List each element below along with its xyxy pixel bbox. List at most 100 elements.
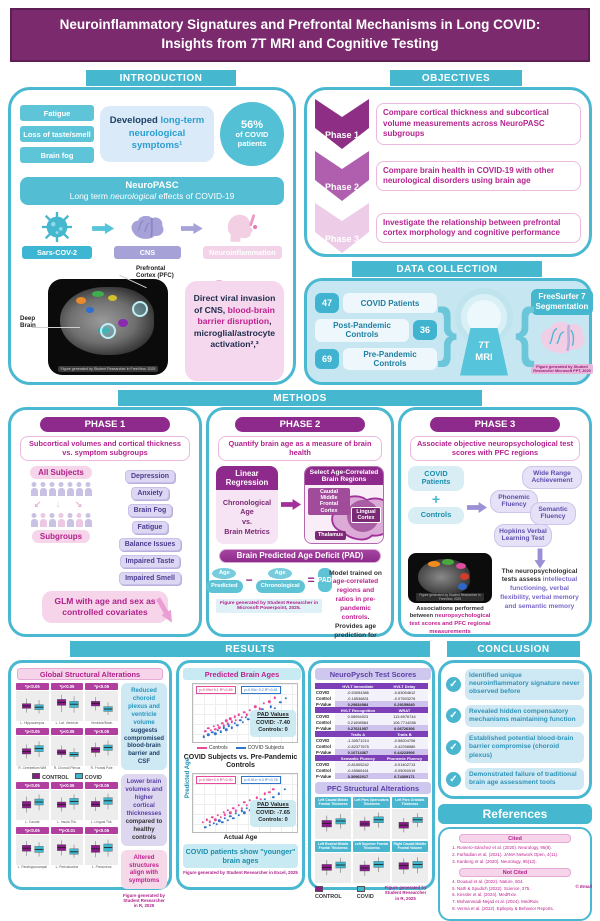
- boxplot-header: *p<0.05: [85, 728, 118, 735]
- boxplot-header: *p<0.05: [16, 782, 49, 789]
- symptom-tag: Anxiety: [131, 486, 169, 500]
- scatter-point: [229, 814, 232, 818]
- arrow-down-icon: [534, 548, 545, 568]
- check-icon: ✓: [446, 676, 461, 692]
- symptom-box: Brain fog: [20, 147, 94, 163]
- scatter-point: [238, 718, 242, 722]
- scatter-point: [234, 718, 238, 722]
- subgroups-pill: Subgroups: [31, 529, 91, 543]
- scatter-point: [230, 720, 234, 723]
- scatter-point: [209, 729, 213, 732]
- arrow-right-icon: [281, 499, 301, 510]
- boxplot-header: **p<0.01: [50, 827, 84, 834]
- scatter-point: [261, 708, 264, 711]
- conclusion-references-column: ✓Identified unique neuroinflammatory sig…: [438, 660, 592, 921]
- split-arrows-icon: ↙ ↓ ↘: [33, 498, 89, 509]
- y-axis-label: Predicted Age: [185, 757, 191, 799]
- boxplot-x-label: L. Hippocampus: [20, 721, 45, 725]
- scatter-point: [205, 818, 209, 821]
- cohort-label: COVID Patients: [343, 293, 437, 314]
- callout-choroid: Reduced choroid plexus and ventricle vol…: [121, 683, 167, 771]
- conclusion-item: ✓Revealed hidden compensatory mechanisms…: [446, 704, 584, 728]
- figure-caption: Figure generated by Student Researcher i…: [384, 885, 427, 901]
- region-label: Caudal Middle Frontal Cortex: [308, 487, 350, 516]
- results-header: RESULTS: [70, 641, 430, 657]
- mri-caption: Figure generated by Student Researcher i…: [58, 366, 158, 372]
- conclusion-box: ✓Identified unique neuroinflammatory sig…: [438, 660, 592, 800]
- scatter-point: [223, 813, 227, 816]
- arrow-right-icon: [180, 223, 203, 234]
- mri-figure: Figure generated by Student Researcher i…: [20, 265, 180, 381]
- neuropsych-title-pill: NeuroPysch Test Scores: [315, 668, 431, 680]
- boxplot: Left Pars Opercularis Thickness: [353, 797, 390, 839]
- person-icon: [66, 513, 74, 527]
- scatter-point: [223, 816, 227, 820]
- boxplot: Left Pars Orbitalis Thickness: [391, 797, 428, 839]
- boxplot-header: *p<0.05: [50, 683, 84, 690]
- mechanism-text: Direct viral invasion of CNS, blood-brai…: [185, 281, 284, 381]
- phase3-panel: PHASE 3 Associate objective neuropsychol…: [398, 407, 592, 637]
- scatter-point: [230, 726, 234, 729]
- scatter-point: [254, 705, 257, 708]
- reference-item: Kessler et al. (2024). MedRxiv.: [457, 892, 585, 899]
- test-bubble: Hopkins Verbal Learning Test: [494, 523, 552, 548]
- neuropasc-banner: NeuroPASC Long term neurological effects…: [20, 177, 284, 205]
- reference-item: Mohammadi-Nejad et al. (2024). MedRxiv.: [457, 899, 585, 906]
- symptom-tag: Brain Fog: [127, 503, 173, 517]
- boxplot-area: [85, 790, 118, 820]
- scatter-plot-prepandemic: PAD Values COVID: -7.65 Controls: 0 y=0.…: [192, 772, 298, 833]
- scatter-point: [220, 721, 224, 725]
- predicted-ages-panel: Predicted Brain Ages Predicted Age PAD V…: [176, 660, 305, 890]
- cohort-count: 47: [315, 293, 339, 314]
- subject-icons: [30, 482, 92, 496]
- scatter-point: [243, 811, 246, 814]
- scatter-point: [202, 735, 206, 738]
- region-label: Thalamus: [315, 531, 347, 540]
- test-bubbles: Wide Range Achievement Phonemic Fluency …: [490, 465, 582, 550]
- scatter-point: [240, 809, 243, 812]
- reference-item: Romero-Sánchez et al. (2020). Neurology,…: [457, 845, 585, 852]
- regression-equation: y=0.99x+0.1 R²=0.89: [196, 686, 236, 695]
- scatter-point: [222, 810, 225, 814]
- scatter-point: [268, 700, 271, 703]
- boxplot-header: Left Pars Orbitalis Thickness: [391, 797, 428, 808]
- segmented-brain-icon: [536, 318, 588, 361]
- boxplot-header: *p<0.05: [85, 782, 118, 789]
- freesurfer-box: FreeSurfer 7 Segmentation: [531, 289, 593, 315]
- scatter-point: [248, 799, 252, 802]
- check-icon: ✓: [446, 771, 461, 787]
- scatter-point: [240, 806, 243, 810]
- boxplot-area: [315, 853, 352, 883]
- boxplot-x-label: R. Choroid Plexus: [53, 766, 81, 770]
- scatter-point: [219, 816, 222, 819]
- scatter-point: [219, 730, 222, 733]
- scatter-point: [212, 725, 215, 728]
- scatter-point: [247, 718, 250, 721]
- scatter-point: [248, 808, 252, 812]
- phase-label: Phase 1: [324, 130, 360, 140]
- scatter-point: [263, 798, 267, 801]
- developed-symptoms-text: Developed long-term neurological symptom…: [100, 106, 214, 162]
- pad-pill: Brain Predicted Age Deficit (PAD): [219, 548, 381, 563]
- pad-values-box: PAD Values COVID: -7.65 Controls: 0: [250, 799, 296, 827]
- phase2-subtitle: Quantify brain age as a measure of brain…: [218, 436, 382, 461]
- symptom-box: Fatigue: [20, 105, 94, 121]
- regression-equation: y=0.93x−3.2 R²=0.81: [241, 686, 281, 695]
- references-header: References: [438, 804, 592, 825]
- cohort-count: 69: [315, 348, 339, 369]
- boxplot-area: [353, 809, 390, 839]
- test-bubble: Semantic Fluency: [530, 501, 576, 526]
- symptom-tag: Balance Issues: [118, 537, 182, 551]
- scatter-point: [234, 809, 238, 812]
- boxplot-header: *p<0.05: [50, 728, 84, 735]
- scatter-point: [233, 721, 236, 725]
- boxplot-area: [16, 736, 49, 766]
- arrow-right-icon: [467, 502, 487, 513]
- deep-brain-label: Deep Brain: [20, 315, 36, 330]
- boxplot-header: Left Caudal Middle Frontal Thickness: [315, 797, 352, 808]
- symptom-tag: Depression: [124, 469, 176, 483]
